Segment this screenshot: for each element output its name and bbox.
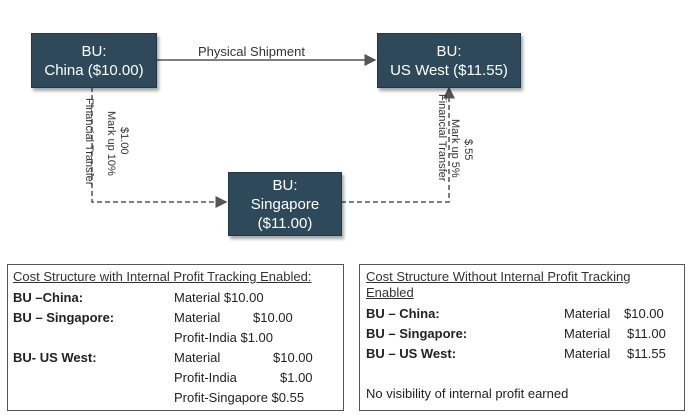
- singapore-to-uswest-arrow: [341, 86, 455, 203]
- left-singapore-profit: Profit-India $1.00: [174, 330, 274, 345]
- cost-structure-with-tracking-panel: Cost Structure with Internal Profit Trac…: [7, 264, 344, 411]
- right-panel-title-line1: Cost Structure Without Internal Profit T…: [366, 269, 631, 284]
- left-uswest-profit-india-value: $1.00: [280, 370, 313, 385]
- node-uswest-line2: US West ($11.55): [390, 61, 508, 79]
- right-amount-label: $.55: [462, 139, 474, 161]
- left-uswest-material: Material: [174, 350, 221, 365]
- node-china-line2: China ($10.00): [44, 61, 144, 79]
- left-uswest-material-value: $10.00: [273, 350, 313, 365]
- left-uswest-label: BU- US West:: [13, 350, 97, 365]
- node-bu-us-west: BU: US West ($11.55): [377, 33, 521, 88]
- right-uswest-material: Material: [564, 346, 611, 361]
- cost-structure-without-tracking-panel: Cost Structure Without Internal Profit T…: [359, 264, 685, 411]
- left-singapore-material-value: $10.00: [253, 310, 293, 325]
- right-singapore-material: Material: [564, 326, 611, 341]
- right-panel-title-line2: Enabled: [366, 285, 414, 300]
- left-singapore-material: Material: [174, 310, 221, 325]
- right-financial-transfer-label: Financial Transfer: [436, 94, 448, 182]
- right-uswest-label: BU – US West:: [366, 346, 457, 361]
- left-singapore-label: BU – Singapore:: [13, 310, 115, 325]
- left-amount-label: $1.00: [118, 127, 130, 155]
- right-china-material: Material: [564, 306, 611, 321]
- right-panel-note: No visibility of internal profit earned: [366, 386, 569, 401]
- right-singapore-value: $11.00: [627, 326, 666, 341]
- left-china-label: BU –China:: [13, 290, 84, 305]
- right-singapore-label: BU – Singapore:: [366, 326, 468, 341]
- node-china-line1: BU:: [81, 42, 107, 60]
- node-sg-line2: Singapore: [250, 195, 320, 213]
- right-china-label: BU – China:: [366, 306, 440, 321]
- physical-shipment-label: Physical Shipment: [198, 44, 305, 59]
- left-panel-title: Cost Structure with Internal Profit Trac…: [13, 269, 312, 284]
- left-markup-label: Mark up 10%: [105, 111, 117, 176]
- node-sg-line1: BU:: [272, 176, 298, 194]
- right-uswest-value: $11.55: [627, 346, 666, 361]
- right-china-value: $10.00: [624, 306, 664, 321]
- node-bu-singapore: BU: Singapore ($11.00): [228, 172, 342, 236]
- right-markup-label: Mark up 5%: [449, 119, 461, 178]
- left-financial-transfer-label: Financial Transfer: [83, 98, 95, 186]
- node-sg-line3: ($11.00): [257, 214, 313, 232]
- china-to-singapore-arrow: [91, 87, 228, 208]
- left-uswest-profit-india: Profit-India: [174, 370, 237, 385]
- node-uswest-line1: BU:: [436, 42, 462, 60]
- node-bu-china: BU: China ($10.00): [31, 33, 157, 88]
- left-uswest-profit-singapore: Profit-Singapore $0.55: [174, 390, 305, 405]
- left-china-material: Material $10.00: [174, 290, 264, 305]
